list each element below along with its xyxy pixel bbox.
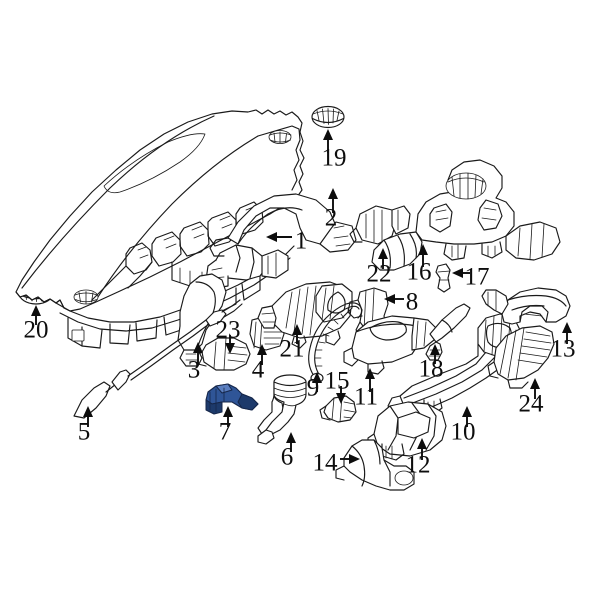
- part-23-vent: [195, 337, 251, 371]
- part-2-duct: [209, 193, 357, 257]
- callout-label-21: 21: [279, 335, 305, 363]
- part-21-register: [257, 281, 353, 349]
- callout-label-16: 16: [406, 258, 432, 286]
- part-24-grille: [487, 325, 555, 389]
- part-14-outlet: [335, 439, 415, 491]
- callout-label-18: 18: [418, 355, 444, 383]
- part-15-clip: [319, 395, 357, 423]
- callout-label-1: 1: [294, 227, 308, 255]
- callout-label-7: 7: [218, 418, 232, 446]
- callout-label-10: 10: [450, 418, 476, 446]
- callout-label-22: 22: [366, 260, 392, 288]
- callout-label-11: 11: [353, 383, 379, 411]
- instrument-panel-assembly: [15, 109, 305, 349]
- part-19-grommet: [311, 105, 345, 129]
- callout-label-13: 13: [550, 335, 576, 363]
- callout-label-14: 14: [312, 449, 338, 477]
- callout-label-4: 4: [251, 356, 265, 384]
- part-13-duct: [481, 287, 571, 325]
- callout-label-3: 3: [187, 356, 201, 384]
- callout-label-2: 2: [324, 204, 338, 232]
- part-7-bracket-highlighted: [205, 383, 259, 415]
- callout-label-5: 5: [77, 418, 91, 446]
- callout-label-6: 6: [280, 443, 294, 471]
- callout-label-15: 15: [324, 367, 350, 395]
- part-22-vent: [349, 205, 411, 245]
- callout-label-23: 23: [215, 316, 241, 344]
- part-16-hvac-case: [371, 159, 561, 271]
- part-5-rod: [73, 299, 243, 419]
- callout-label-17: 17: [464, 263, 490, 291]
- part-12-junction: [367, 401, 447, 461]
- part-11-module: [343, 315, 437, 375]
- callout-label-9: 9: [306, 374, 320, 402]
- callout-label-8: 8: [405, 288, 419, 316]
- callout-arrows: [31, 129, 572, 464]
- callout-label-19: 19: [321, 144, 347, 172]
- part-17-clip: [435, 263, 451, 293]
- part-6-bellows: [257, 374, 307, 445]
- callout-label-20: 20: [23, 316, 49, 344]
- callout-label-24: 24: [518, 390, 544, 418]
- callout-label-12: 12: [405, 451, 431, 479]
